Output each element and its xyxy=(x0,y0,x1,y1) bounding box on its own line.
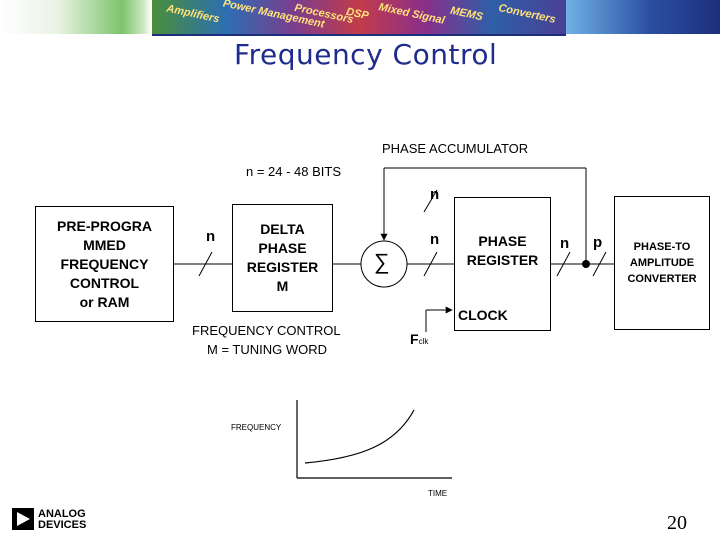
bus-width-label-p: p xyxy=(593,234,603,251)
page-number: 20 xyxy=(667,512,687,534)
bus-width-label: n xyxy=(430,231,440,248)
analog-devices-logo-icon xyxy=(12,508,34,530)
banner-gradient-tail xyxy=(566,0,720,34)
delta-box-label: DELTA PHASE REGISTER M xyxy=(246,221,319,294)
bus-width-label: n xyxy=(206,228,216,245)
banner-divider xyxy=(152,34,566,36)
phase-accumulator-label: PHASE ACCUMULATOR xyxy=(382,141,529,156)
sigma-symbol: ∑ xyxy=(374,249,390,274)
page-title: Frequency Control xyxy=(234,38,498,71)
fclk-main: F xyxy=(410,331,419,347)
bus-width-label: n xyxy=(430,186,440,203)
graph-ylabel: FREQUENCY xyxy=(231,423,282,432)
bus-width-label: n xyxy=(560,235,570,252)
fclk-subscript: clk xyxy=(418,337,429,346)
preprogrammed-box-label: PRE-PROGRA MMED FREQUENCY CONTROL or RAM xyxy=(57,217,152,310)
company-logo-text: ANALOG DEVICES xyxy=(38,509,86,531)
converter-label: PHASE-TO AMPLITUDE CONVERTER xyxy=(627,241,697,285)
logo-line-2: DEVICES xyxy=(38,519,87,531)
tuning-word-label: M = TUNING WORD xyxy=(207,342,328,357)
graph-xlabel: TIME xyxy=(428,489,448,498)
preprogrammed-frequency-control-box: PRE-PROGRA MMED FREQUENCY CONTROL or RAM xyxy=(35,206,174,322)
bits-label: n = 24 - 48 BITS xyxy=(246,164,342,179)
frequency-curve xyxy=(304,409,415,464)
fclk-label: Fclk xyxy=(410,331,428,347)
banner-image-strip: Amplifiers Power Management Processors D… xyxy=(152,0,566,34)
frequency-control-label: FREQUENCY CONTROL xyxy=(192,323,341,338)
clock-label: CLOCK xyxy=(458,307,508,323)
phase-register-label: PHASE REGISTER xyxy=(466,233,539,268)
delta-phase-register-box: DELTA PHASE REGISTER M xyxy=(232,204,333,312)
phase-to-amplitude-converter-box: PHASE-TO AMPLITUDE CONVERTER xyxy=(614,196,710,330)
phase-register-box: PHASE REGISTER xyxy=(454,197,551,331)
logo-line-1: ANALOG xyxy=(38,508,86,520)
